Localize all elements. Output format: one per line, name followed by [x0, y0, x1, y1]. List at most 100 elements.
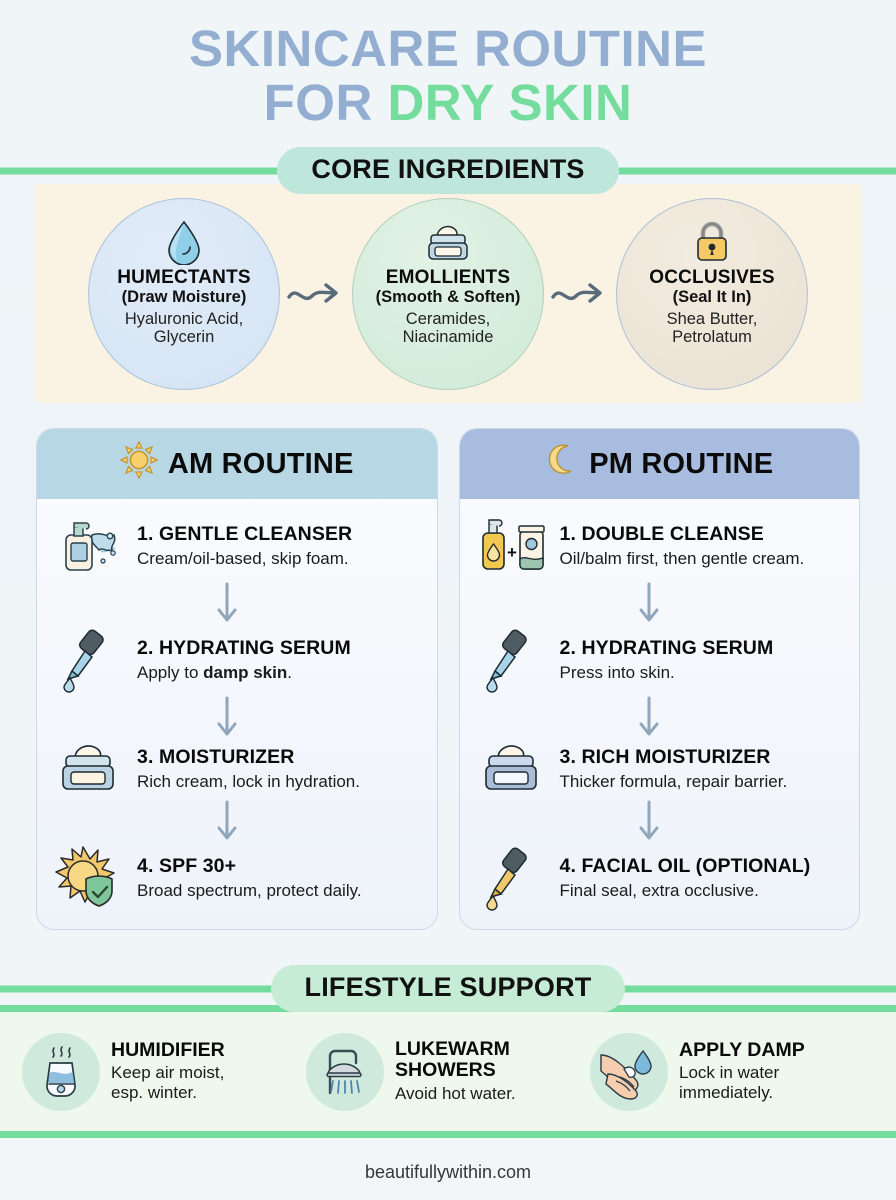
lifestyle-title: LUKEWARM SHOWERS — [395, 1037, 516, 1083]
lifestyle-desc: Avoid hot water. — [395, 1084, 516, 1104]
pm-routine-header: PM ROUTINE — [459, 429, 859, 499]
am-routine-title: AM ROUTINE — [167, 447, 354, 480]
humidifier-icon — [22, 1032, 100, 1111]
sun-icon — [119, 440, 159, 487]
moon-icon — [545, 441, 579, 487]
lifestyle-text: HUMIDIFIER Keep air moist, esp. winter. — [111, 1038, 225, 1104]
am-routine-steps: 1. GENTLE CLEANSER Cream/oil-based, skip… — [37, 499, 437, 929]
ingredient-title: EMOLLIENTS — [385, 266, 511, 288]
sun-shield-icon — [51, 845, 125, 911]
lifestyle-items: HUMIDIFIER Keep air moist, esp. winter. — [0, 1012, 896, 1131]
lifestyle-desc-line2: esp. winter. — [111, 1083, 197, 1103]
ingredient-card-occlusives: OCCLUSIVES (Seal It In) Shea Butter, Pet… — [616, 197, 808, 390]
footer-site: beautifullywithin.com — [364, 1162, 532, 1182]
lifestyle-support-badge: LIFESTYLE SUPPORT — [270, 965, 626, 1012]
step-title: 2. HYDRATING SERUM — [137, 636, 351, 659]
lifestyle-item-apply-damp: APPLY DAMP Lock in water immediately. — [590, 1032, 874, 1111]
am-step-2-text: 2. HYDRATING SERUM Apply to damp skin. — [137, 637, 421, 683]
am-routine-header: AM ROUTINE — [37, 429, 437, 499]
pm-step-1: + 1. DOUBLE CLEANSE Oil/balm first, then… — [474, 513, 844, 579]
am-step-1-text: 1. GENTLE CLEANSER Cream/oil-based, skip… — [137, 523, 421, 569]
pump-bottle-splash-icon — [51, 513, 125, 579]
water-drop-icon — [165, 219, 203, 265]
step-desc: Rich cream, lock in hydration. — [137, 771, 360, 791]
ingredient-title: HUMECTANTS — [117, 266, 251, 288]
cream-jar-icon — [423, 219, 473, 265]
step-desc: Press into skin. — [559, 662, 675, 682]
pm-routine-panel: PM ROUTINE + — [458, 428, 860, 930]
oil-bottle-plus-tube-icon: + — [474, 513, 548, 579]
title-highlight: DRY SKIN — [387, 73, 633, 131]
am-routine-panel: AM ROUTINE — [36, 428, 438, 930]
step-title: 4. SPF 30+ — [137, 854, 237, 877]
lifestyle-title: HUMIDIFIER — [111, 1038, 225, 1061]
lifestyle-desc: Lock in water immediately. — [679, 1063, 805, 1103]
lifestyle-desc: Keep air moist, esp. winter. — [111, 1063, 225, 1103]
core-ingredients-band: HUMECTANTS (Draw Moisture) Hyaluronic Ac… — [34, 184, 862, 403]
am-step-3-text: 3. MOISTURIZER Rich cream, lock in hydra… — [137, 746, 421, 792]
lifestyle-desc-line1: Lock in water — [679, 1063, 780, 1083]
core-ingredients-badge: CORE INGREDIENTS — [277, 147, 619, 195]
dropper-icon — [474, 627, 548, 693]
ingredient-desc-line2: Glycerin — [153, 328, 215, 347]
pm-step-4: 4. FACIAL OIL (OPTIONAL) Final seal, ext… — [474, 845, 844, 911]
apply-lotion-hand-icon — [590, 1032, 668, 1111]
lifestyle-title-line1: LUKEWARM — [395, 1037, 510, 1060]
ingredient-desc-line1: Ceramides, — [405, 309, 491, 328]
step-title: 3. RICH MOISTURIZER — [559, 745, 771, 768]
step-desc: Apply to damp skin. — [137, 663, 421, 683]
lifestyle-text: LUKEWARM SHOWERS Avoid hot water. — [395, 1037, 516, 1105]
step-desc: Oil/balm first, then gentle cream. — [559, 548, 805, 568]
ingredient-desc: Ceramides, Niacinamide — [403, 310, 494, 347]
pm-arrow-2 — [459, 693, 843, 741]
page-title-line2: FOR DRY SKIN — [0, 73, 896, 131]
ingredient-desc: Hyaluronic Acid, Glycerin — [125, 310, 243, 347]
dropper-icon — [51, 627, 125, 693]
cream-jar-icon — [51, 741, 125, 797]
ingredient-desc-line2: Petrolatum — [672, 328, 752, 347]
ingredient-subtitle: (Seal It In) — [672, 287, 752, 306]
ingredient-card-emollients: EMOLLIENTS (Smooth & Soften) Ceramides, … — [352, 197, 544, 390]
am-step-1: 1. GENTLE CLEANSER Cream/oil-based, skip… — [51, 513, 421, 579]
lifestyle-desc-line2: immediately. — [679, 1083, 774, 1103]
step-desc: Cream/oil-based, skip foam. — [137, 548, 349, 568]
am-arrow-2 — [37, 693, 421, 741]
routine-panels: AM ROUTINE — [36, 428, 860, 930]
lifestyle-item-lukewarm-showers: LUKEWARM SHOWERS Avoid hot water. — [306, 1032, 590, 1111]
core-ingredients-badge-wrap: CORE INGREDIENTS — [0, 147, 896, 195]
desc-post: . — [287, 662, 292, 682]
title-prefix: FOR — [263, 73, 388, 131]
wavy-arrow-icon-2 — [544, 277, 616, 311]
lifestyle-title: APPLY DAMP — [679, 1038, 805, 1061]
ingredient-title: OCCLUSIVES — [649, 266, 775, 288]
ingredient-desc-line1: Shea Butter, — [666, 309, 758, 328]
step-desc: Thicker formula, repair barrier. — [559, 771, 788, 791]
shower-icon — [306, 1032, 384, 1111]
ingredient-circles: HUMECTANTS (Draw Moisture) Hyaluronic Ac… — [34, 184, 862, 403]
dropper-oil-icon — [474, 845, 548, 911]
ingredient-subtitle: (Draw Moisture) — [121, 287, 247, 306]
lifestyle-text: APPLY DAMP Lock in water immediately. — [679, 1038, 805, 1104]
lifestyle-badge-wrap: LIFESTYLE SUPPORT — [0, 965, 896, 1012]
svg-text:+: + — [507, 543, 517, 562]
step-desc: Final seal, extra occlusive. — [559, 880, 759, 900]
pm-step-1-text: 1. DOUBLE CLEANSE Oil/balm first, then g… — [560, 523, 844, 569]
am-arrow-3 — [37, 797, 421, 845]
desc-bold: damp skin — [203, 662, 288, 682]
padlock-icon — [691, 219, 733, 265]
wavy-arrow-icon-1 — [280, 277, 352, 311]
am-step-4: 4. SPF 30+ Broad spectrum, protect daily… — [51, 845, 421, 911]
lifestyle-item-humidifier: HUMIDIFIER Keep air moist, esp. winter. — [22, 1032, 306, 1111]
am-step-2: 2. HYDRATING SERUM Apply to damp skin. — [51, 627, 421, 693]
ingredient-desc-line1: Hyaluronic Acid, — [124, 309, 244, 328]
step-title: 1. DOUBLE CLEANSE — [559, 522, 764, 545]
desc-pre: Apply to — [137, 662, 204, 682]
pm-step-3: 3. RICH MOISTURIZER Thicker formula, rep… — [474, 741, 844, 797]
lifestyle-desc-line1: Keep air moist, — [111, 1063, 225, 1083]
am-step-4-text: 4. SPF 30+ Broad spectrum, protect daily… — [137, 855, 421, 901]
pm-routine-title: PM ROUTINE — [589, 447, 774, 480]
pm-routine-steps: + 1. DOUBLE CLEANSE Oil/balm first, then… — [460, 499, 860, 929]
pm-arrow-3 — [459, 797, 843, 845]
lifestyle-band: HUMIDIFIER Keep air moist, esp. winter. — [0, 1005, 896, 1138]
